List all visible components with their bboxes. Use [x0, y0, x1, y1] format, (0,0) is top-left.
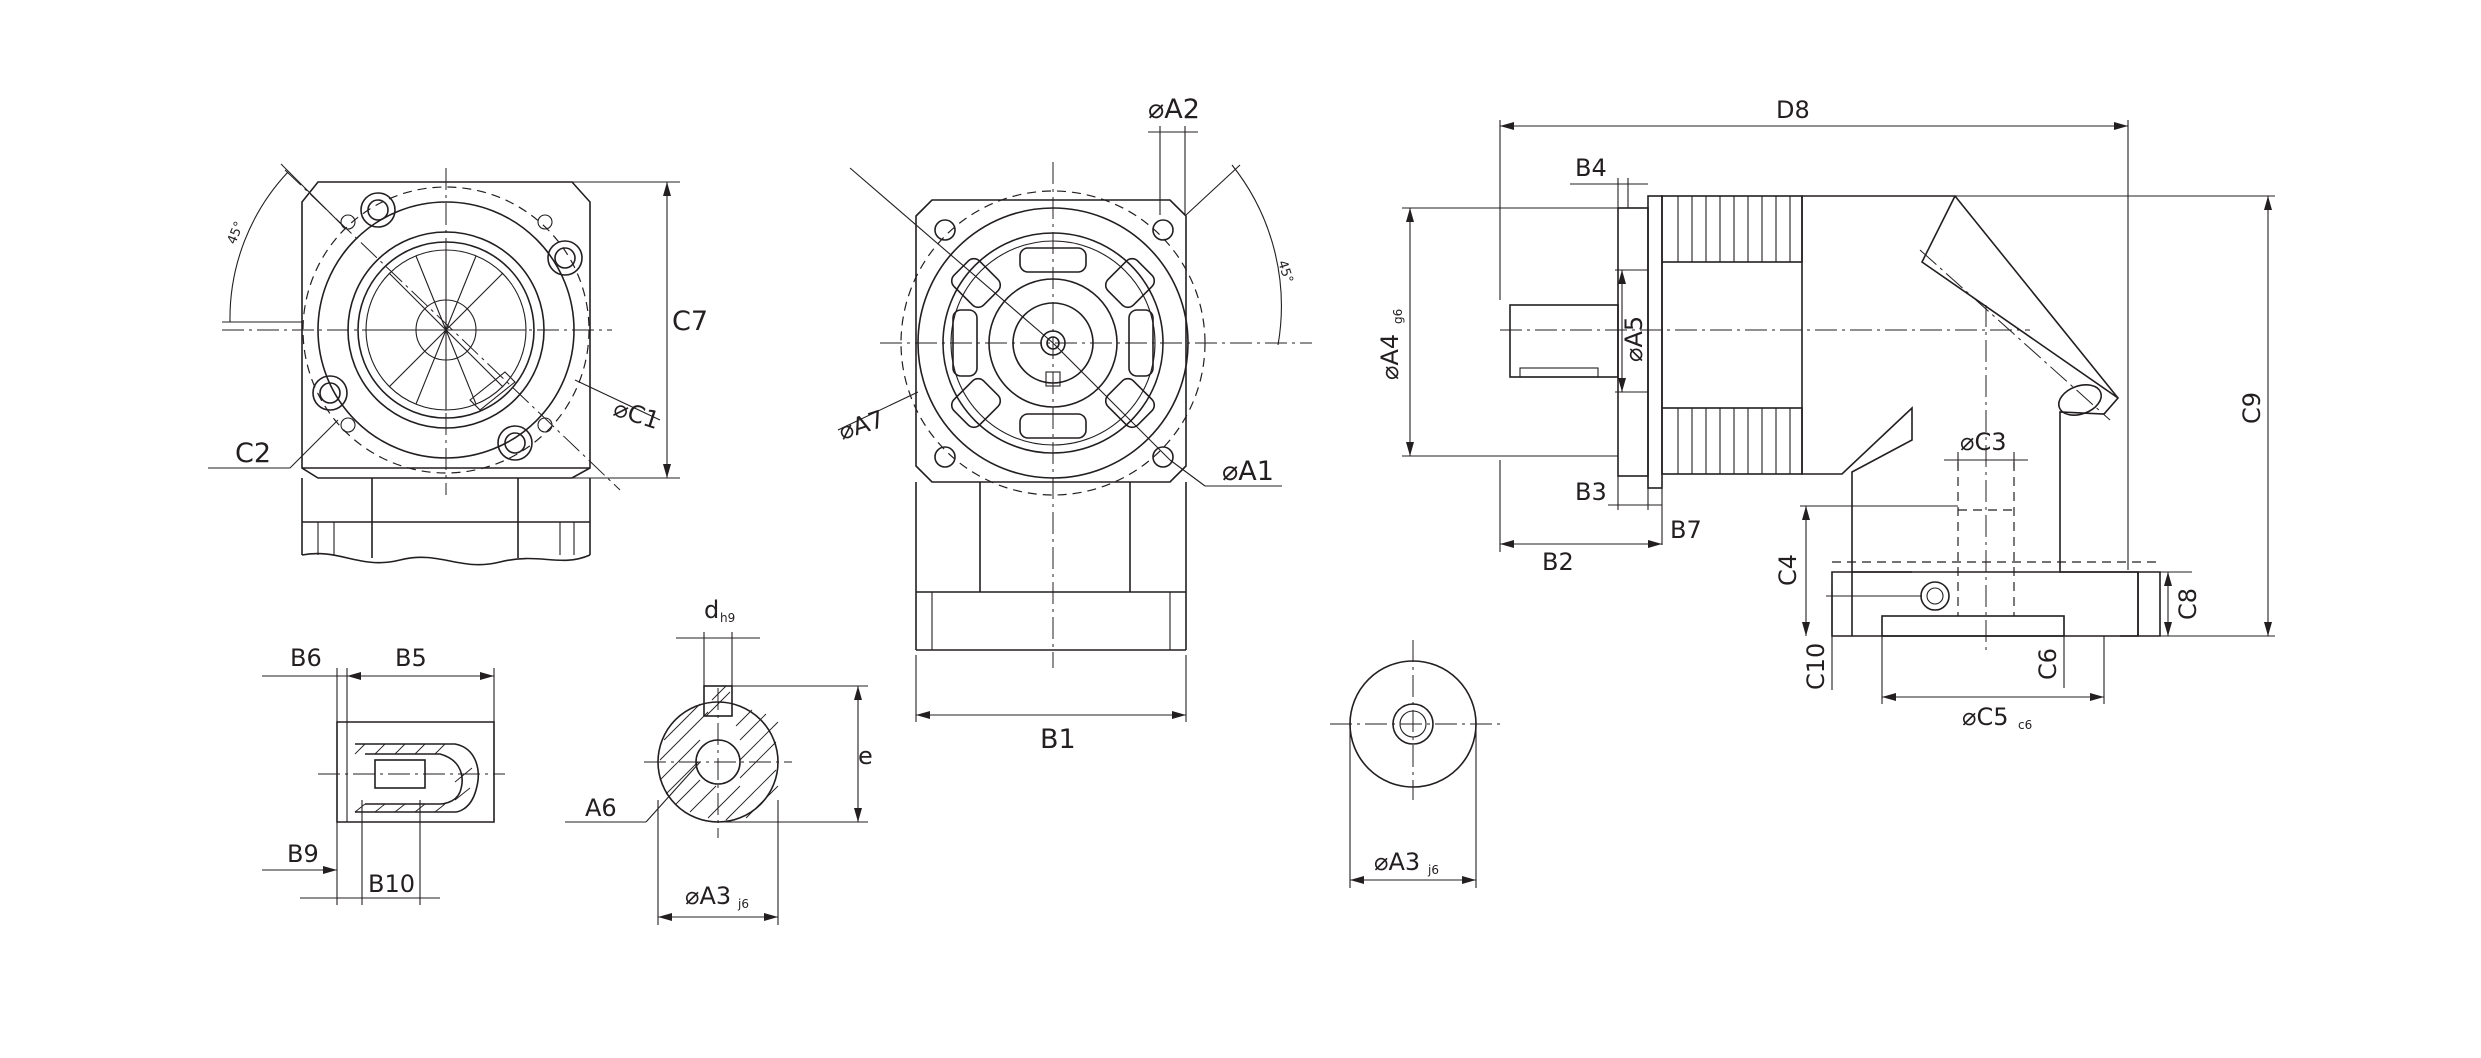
label-b2: B2 — [1542, 548, 1574, 576]
left-end-view: 45° C7 ⌀C1 C2 — [208, 163, 708, 566]
label-c9: C9 — [2238, 392, 2266, 424]
label-b3: B3 — [1575, 478, 1607, 506]
label-c10: C10 — [1802, 643, 1830, 690]
label-a2: ⌀A2 — [1148, 94, 1200, 125]
label-c1: ⌀C1 — [610, 394, 663, 435]
label-c7: C7 — [672, 306, 708, 337]
label-a5: ⌀A5 — [1620, 316, 1648, 362]
label-c5: ⌀C5 — [1962, 703, 2008, 731]
front-flange-view: 45° ⌀A2 ⌀A7 ⌀A1 B1 — [835, 94, 1312, 755]
label-a1: ⌀A1 — [1222, 456, 1274, 487]
label-b1: B1 — [1040, 724, 1076, 755]
label-a3-plain: ⌀A3 — [1374, 848, 1420, 876]
label-b9: B9 — [287, 840, 319, 868]
side-view: D8 B4 ⌀A4 g6 ⌀A5 B3 B7 B2 ⌀C — [1376, 96, 2275, 732]
label-c8: C8 — [2174, 588, 2202, 620]
label-c6: C6 — [2034, 648, 2062, 680]
label-e: e — [858, 742, 873, 770]
label-a3-plain-subscript: j6 — [1427, 863, 1439, 877]
label-b5: B5 — [395, 644, 427, 672]
label-c2: C2 — [235, 438, 271, 469]
plain-shaft-section: ⌀A3 j6 — [1330, 640, 1500, 888]
label-b10: B10 — [368, 870, 415, 898]
label-a6: A6 — [585, 794, 617, 822]
label-d: d — [704, 596, 719, 624]
shaft-keyway-detail: B6 B5 B9 B10 — [262, 644, 505, 905]
label-b4: B4 — [1575, 154, 1607, 182]
label-a3-keyed-subscript: j6 — [737, 897, 749, 911]
label-b6: B6 — [290, 644, 322, 672]
label-b7: B7 — [1670, 516, 1702, 544]
label-a3-keyed: ⌀A3 — [685, 882, 731, 910]
label-c4: C4 — [1774, 554, 1802, 586]
angle-label-right: 45° — [1274, 259, 1295, 286]
label-d8: D8 — [1776, 96, 1810, 124]
label-a4-subscript: g6 — [1391, 309, 1405, 324]
label-c5-subscript: c6 — [2018, 718, 2032, 732]
keyed-shaft-section: d h9 e A6 ⌀A3 j6 — [565, 596, 873, 925]
label-a7: ⌀A7 — [835, 405, 888, 446]
label-c3: ⌀C3 — [1960, 428, 2006, 456]
label-a4: ⌀A4 — [1376, 334, 1404, 380]
label-d-subscript: h9 — [720, 611, 735, 625]
